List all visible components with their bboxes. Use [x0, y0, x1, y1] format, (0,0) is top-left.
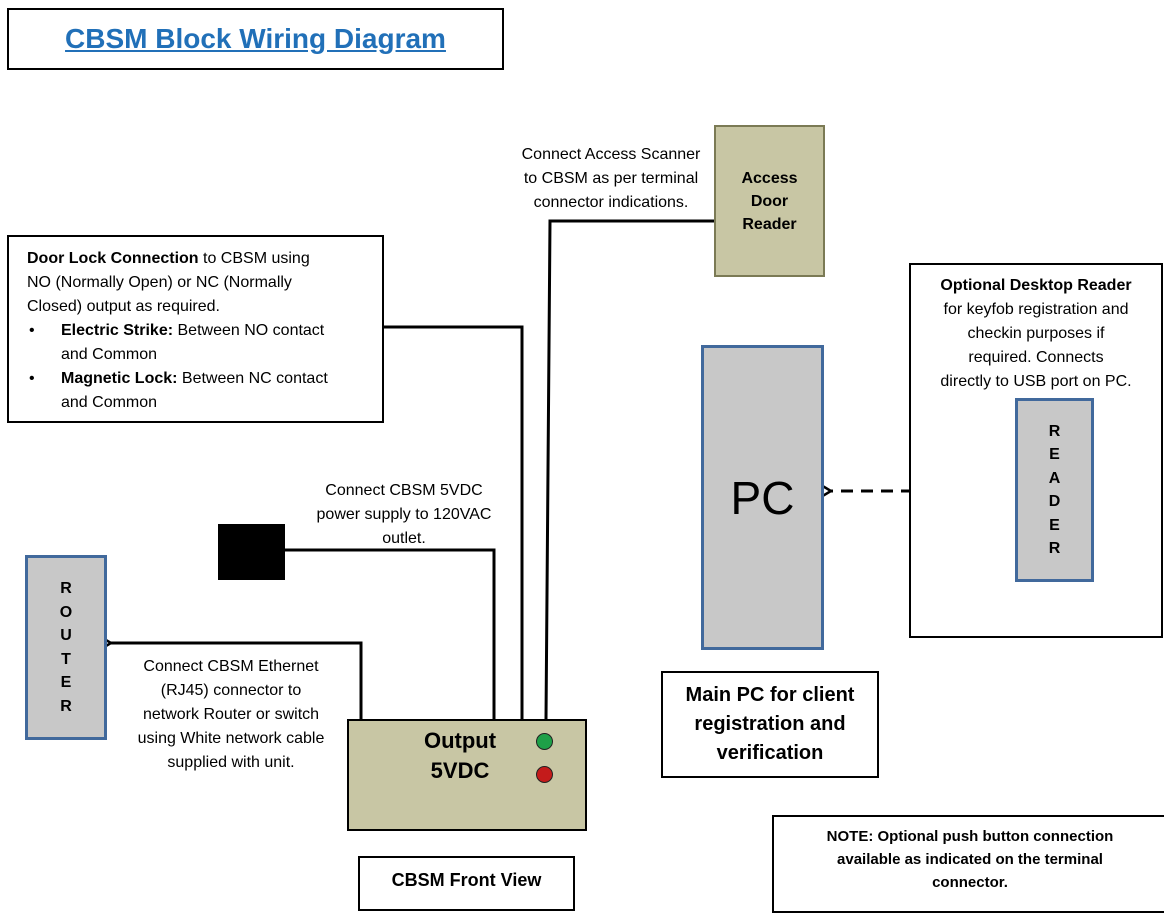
note-line: available as indicated on the terminal	[837, 851, 1103, 868]
power-note-line: outlet.	[382, 530, 426, 547]
main-pc-label-line: verification	[716, 742, 824, 764]
door-lock-heading: Door Lock Connection	[27, 250, 199, 267]
ethernet-note: Connect CBSM Ethernet (RJ45) connector t…	[114, 655, 348, 775]
lock-type-text: Between NO contact	[173, 322, 325, 339]
router-letter: R	[60, 697, 72, 715]
ethernet-note-line: supplied with unit.	[167, 754, 295, 771]
access-reader-wire	[544, 219, 714, 720]
list-item: • Electric Strike: Between NO contact an…	[27, 319, 382, 367]
reader-letter: R	[1048, 422, 1061, 440]
door-lock-text: NO (Normally Open) or NC (Normally	[27, 274, 292, 291]
main-pc-label-line: registration and	[694, 713, 846, 735]
power-wire	[285, 548, 496, 719]
ethernet-note-line: network Router or switch	[142, 706, 320, 723]
access-scanner-note: Connect Access Scanner to CBSM as per te…	[508, 143, 714, 215]
router-letter: O	[59, 603, 73, 621]
router-letter: R	[60, 580, 72, 597]
front-view-text: CBSM Front View	[391, 870, 542, 890]
door-lock-line: Door Lock Connection to CBSM using	[27, 247, 382, 271]
access-door-reader: Access Door Reader	[714, 125, 825, 277]
ethernet-wire	[111, 643, 363, 719]
router-letter: T	[61, 650, 71, 668]
lock-type-text: Between NC contact	[177, 370, 328, 387]
green-led-icon	[536, 733, 553, 750]
desktop-reader-description: Optional Desktop Reader for keyfob regis…	[911, 274, 1161, 394]
bullet-icon: •	[29, 322, 35, 339]
desktop-reader-heading: Optional Desktop Reader	[940, 277, 1132, 294]
main-pc-label-line: Main PC for client	[685, 684, 855, 706]
desktop-reader-line: checkin purposes if	[967, 325, 1105, 342]
ethernet-note-line: using White network cable	[137, 730, 325, 747]
lock-type-label: Electric Strike:	[61, 322, 174, 339]
access-scanner-note-line: connector indications.	[533, 194, 689, 211]
diagram-title: CBSM Block Wiring Diagram	[65, 23, 446, 54]
desktop-reader-line: directly to USB port on PC.	[940, 373, 1132, 390]
reader-letter: D	[1048, 493, 1061, 510]
pc-unit: PC	[701, 345, 824, 650]
title-box: CBSM Block Wiring Diagram	[7, 8, 504, 70]
cbsm-output-label: Output 5VDC	[423, 728, 497, 783]
door-lock-text: to CBSM using	[198, 250, 310, 267]
ethernet-note-line: (RJ45) connector to	[160, 682, 302, 699]
power-note-line: Connect CBSM 5VDC	[325, 482, 483, 499]
power-supply-block	[218, 524, 285, 580]
desktop-reader-device: R E A D E R	[1015, 398, 1094, 582]
access-scanner-note-line: Connect Access Scanner	[521, 146, 701, 163]
bullet-icon: •	[29, 370, 35, 387]
router-letter: U	[60, 627, 72, 644]
pc-label: PC	[730, 471, 795, 524]
access-scanner-note-line: to CBSM as per terminal	[523, 170, 699, 187]
ethernet-note-line: Connect CBSM Ethernet	[143, 658, 319, 675]
lock-type-label: Magnetic Lock:	[61, 370, 178, 387]
door-lock-list: • Electric Strike: Between NO contact an…	[27, 319, 382, 415]
door-lock-connection-box: Door Lock Connection to CBSM using NO (N…	[7, 235, 384, 423]
lock-type-text: and Common	[61, 394, 158, 411]
reader-letter: A	[1048, 469, 1061, 487]
red-led-icon	[536, 766, 553, 783]
door-lock-wire	[384, 325, 524, 719]
note-line: NOTE: Optional push button connection	[826, 828, 1114, 845]
note-line: connector.	[932, 874, 1008, 891]
access-door-reader-label: Access Door Reader	[741, 169, 798, 233]
lock-type-text: and Common	[61, 346, 158, 363]
power-note-line: power supply to 120VAC	[316, 506, 492, 523]
reader-letter: E	[1049, 446, 1060, 463]
desktop-reader-line: required. Connects	[968, 349, 1104, 366]
note-box: NOTE: Optional push button connection av…	[772, 815, 1164, 913]
router-letter: E	[60, 674, 72, 691]
reader-letter: R	[1048, 540, 1061, 557]
router-device: R O U T E R	[25, 555, 107, 740]
power-note: Connect CBSM 5VDC power supply to 120VAC…	[293, 479, 515, 551]
main-pc-label-box: Main PC for client registration and veri…	[661, 671, 879, 778]
reader-letter: E	[1049, 516, 1060, 534]
desktop-reader-line: for keyfob registration and	[943, 301, 1129, 318]
door-lock-text: Closed) output as required.	[27, 298, 220, 315]
list-item: • Magnetic Lock: Between NC contact and …	[27, 367, 382, 415]
